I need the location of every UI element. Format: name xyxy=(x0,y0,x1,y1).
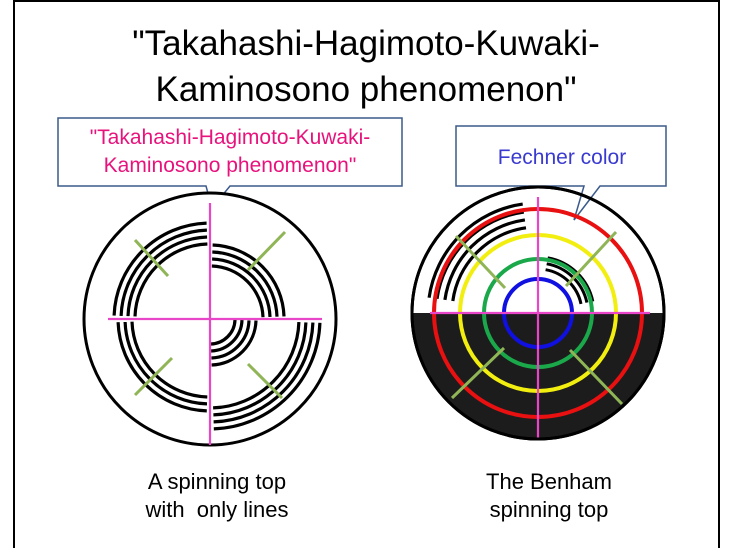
caption-left-line-2: with only lines xyxy=(145,497,289,522)
right-arc-band-outer-0 xyxy=(427,202,523,298)
callout-right-text: Fechner color xyxy=(498,146,626,169)
callout-right: Fechner color xyxy=(455,125,667,221)
spinning-top-lines-only xyxy=(82,191,338,447)
left-green-diagonal-2 xyxy=(133,356,174,397)
left-arc-band-0-0 xyxy=(112,221,207,316)
callout-left-line-2: Kaminosono phenomenon" xyxy=(104,154,357,177)
left-arc-band-1-3 xyxy=(211,264,265,318)
callout-right-shape xyxy=(455,125,667,221)
right-green-diagonal-0 xyxy=(454,234,507,290)
left-arc-band-4-1 xyxy=(213,322,315,424)
caption-right-line-2: spinning top xyxy=(489,497,609,522)
right-arc-band-outer-2 xyxy=(443,218,526,301)
caption-left-line-1: A spinning top xyxy=(147,469,287,494)
left-arc-band-1-0 xyxy=(212,243,286,317)
left-arc-band-2-2 xyxy=(210,319,244,353)
caption-right: The Benham spinning top xyxy=(424,468,674,524)
slide-frame xyxy=(13,0,720,548)
slide-title-line-1: "Takahashi-Hagimoto-Kuwaki- xyxy=(132,24,600,63)
left-arc-band-2-1 xyxy=(211,320,251,360)
caption-right-line-1: The Benham xyxy=(486,469,612,494)
left-arc-band-2-3 xyxy=(210,319,237,346)
benham-spinning-top xyxy=(410,185,666,441)
left-arc-band-4-3 xyxy=(213,322,301,410)
left-arc-band-2-0 xyxy=(211,320,258,367)
slide-title-line-2: Kaminosono phenomenon" xyxy=(155,70,577,109)
left-arc-band-4-0 xyxy=(213,322,322,431)
left-green-diagonal-3 xyxy=(246,362,284,400)
callout-left-line-1: "Takahashi-Hagimoto-Kuwaki- xyxy=(90,126,371,149)
left-green-diagonal-1 xyxy=(246,230,287,272)
right-arc-band-outer-1 xyxy=(435,210,525,300)
callout-left: "Takahashi-Hagimoto-Kuwaki- Kaminosono p… xyxy=(57,117,403,210)
caption-left: A spinning top with only lines xyxy=(92,468,342,524)
left-arc-band-0-1 xyxy=(119,228,207,316)
left-green-diagonal-0 xyxy=(133,238,170,278)
left-arc-band-1-2 xyxy=(212,257,272,317)
right-green-diagonal-1 xyxy=(564,230,618,288)
left-arc-band-1-1 xyxy=(212,250,279,317)
right-arc-band-outer-3 xyxy=(451,226,527,302)
left-arc-band-0-2 xyxy=(126,235,208,317)
left-arc-band-4-2 xyxy=(213,322,308,417)
disc-right-outline-top xyxy=(410,185,666,441)
right-green-diagonal-2 xyxy=(450,346,506,400)
right-green-diagonal-3 xyxy=(568,348,624,406)
